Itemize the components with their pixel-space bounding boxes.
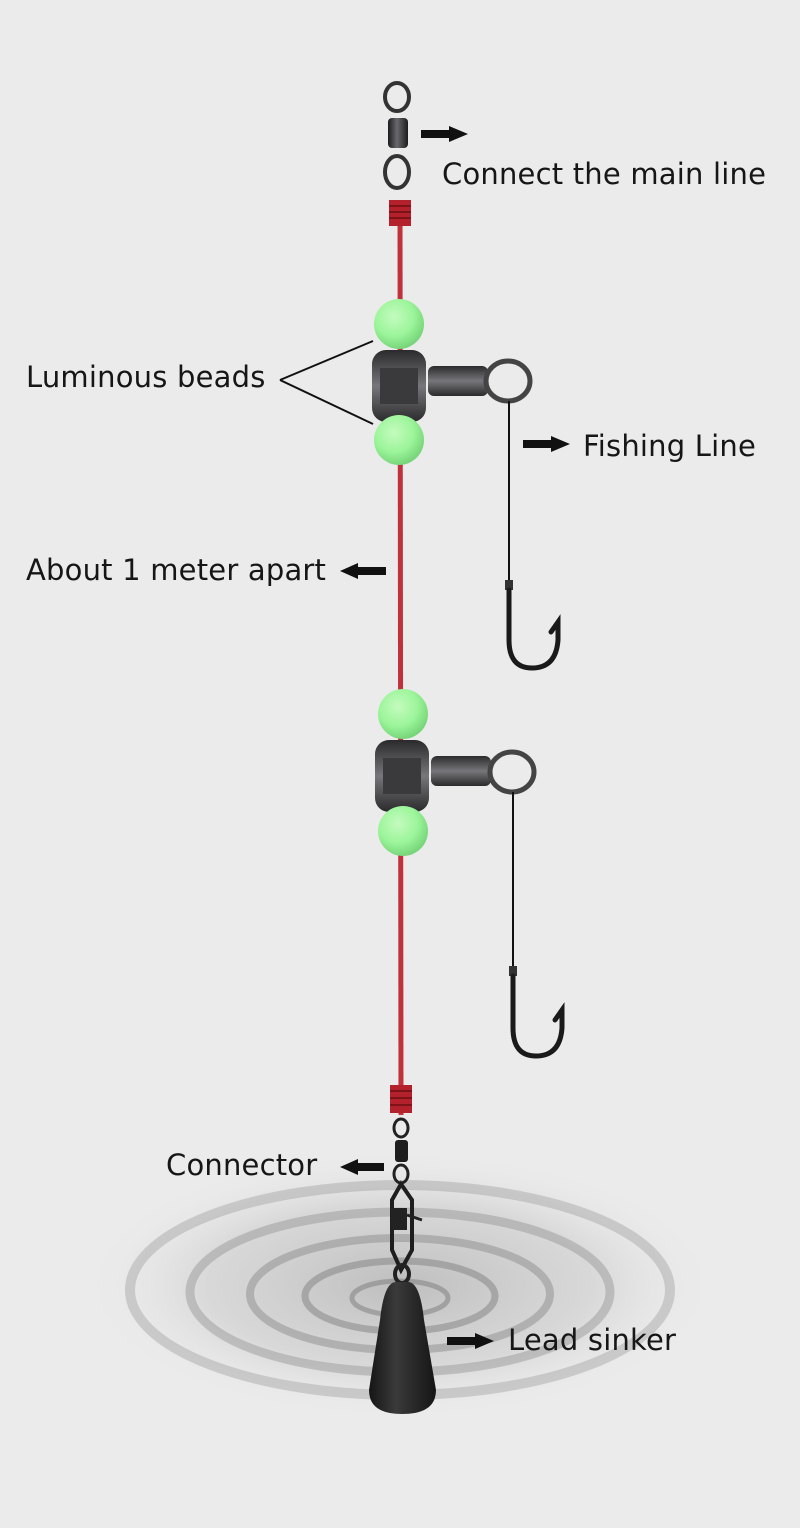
bead-swivel-assembly-2 [375, 689, 565, 1059]
bead-swivel-assembly-1 [372, 299, 561, 671]
label-lead-sinker: Lead sinker [508, 1323, 677, 1357]
label-fishing-line: Fishing Line [583, 429, 757, 463]
luminous-bead [374, 415, 424, 465]
top-swivel [383, 81, 411, 190]
label-connector: Connector [166, 1148, 318, 1182]
label-luminous-beads: Luminous beads [26, 360, 266, 394]
label-about-1-meter-apart: About 1 meter apart [26, 553, 327, 587]
luminous-bead [374, 299, 424, 349]
arrow-right-icon [523, 436, 570, 452]
lead-sinker [369, 1263, 436, 1414]
arrow-right-icon [421, 126, 468, 142]
bottom-crimp [390, 1085, 412, 1113]
luminous-bead [378, 689, 428, 739]
label-connect-main-line: Connect the main line [442, 157, 767, 191]
beads-leader-lines [279, 340, 374, 425]
arrow-left-icon [340, 563, 386, 579]
arrow-left-icon [340, 1159, 384, 1175]
snap-connector [390, 1117, 423, 1275]
arrow-right-icon [447, 1333, 494, 1349]
luminous-bead [378, 806, 428, 856]
hook-1 [506, 587, 561, 671]
hook-2 [510, 973, 565, 1059]
top-crimp [389, 200, 411, 226]
